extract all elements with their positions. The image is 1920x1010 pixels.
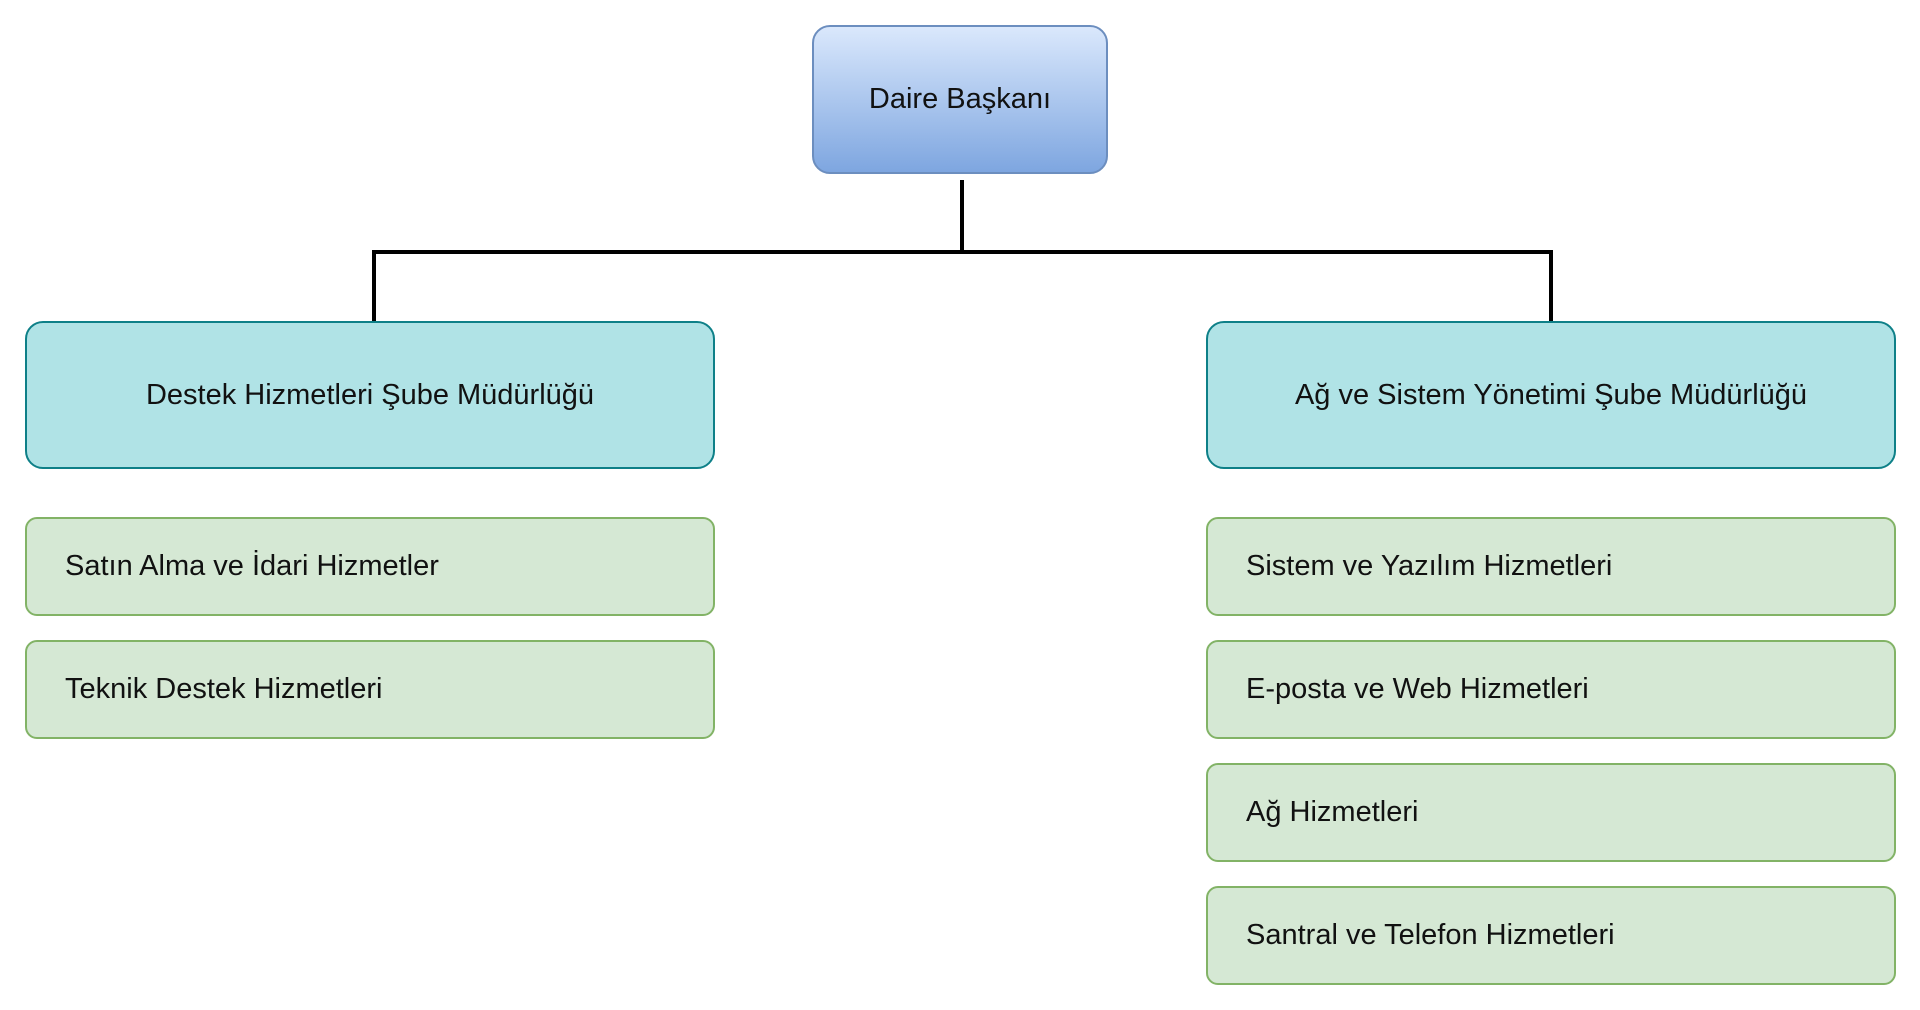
unit-label: Ağ Hizmetleri	[1246, 796, 1419, 828]
unit-label: Satın Alma ve İdari Hizmetler	[65, 550, 439, 582]
unit-label: Teknik Destek Hizmetleri	[65, 673, 383, 705]
department-label: Destek Hizmetleri Şube Müdürlüğü	[145, 378, 595, 411]
department-label: Ağ ve Sistem Yönetimi Şube Müdürlüğü	[1294, 378, 1808, 411]
unit-box: E-posta ve Web Hizmetleri	[1206, 640, 1896, 739]
unit-box: Teknik Destek Hizmetleri	[25, 640, 715, 739]
head-label: Daire Başkanı	[868, 83, 1052, 115]
unit-label: E-posta ve Web Hizmetleri	[1246, 673, 1589, 705]
unit-label: Santral ve Telefon Hizmetleri	[1246, 919, 1615, 951]
unit-label: Sistem ve Yazılım Hizmetleri	[1246, 550, 1613, 582]
unit-box: Santral ve Telefon Hizmetleri	[1206, 886, 1896, 985]
department-box-support: Destek Hizmetleri Şube Müdürlüğü	[25, 321, 715, 469]
head-box: Daire Başkanı	[812, 25, 1108, 174]
unit-box: Satın Alma ve İdari Hizmetler	[25, 517, 715, 616]
unit-box: Ağ Hizmetleri	[1206, 763, 1896, 862]
department-box-network: Ağ ve Sistem Yönetimi Şube Müdürlüğü	[1206, 321, 1896, 469]
unit-box: Sistem ve Yazılım Hizmetleri	[1206, 517, 1896, 616]
